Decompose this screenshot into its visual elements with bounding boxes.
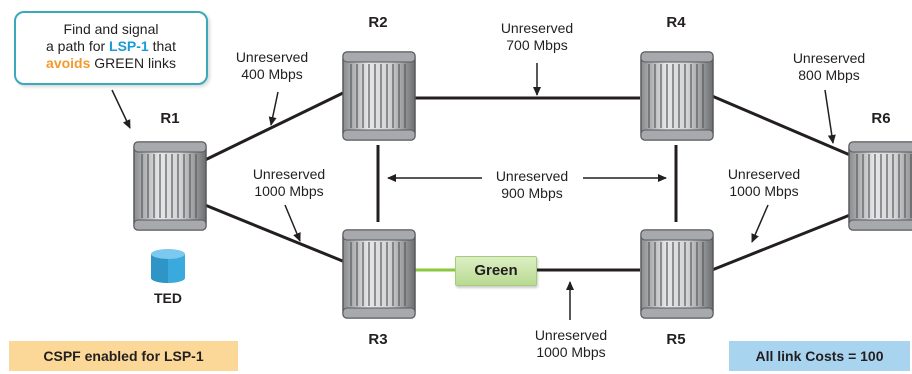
green-link-label: Green <box>474 262 518 279</box>
label-middle-line2: 900 Mbps <box>501 185 563 201</box>
label-r3-r5-line1: Unreserved <box>534 327 608 343</box>
label-r2-r4-line2: 700 Mbps <box>506 37 568 53</box>
link-r1-r2 <box>204 90 346 162</box>
label-r5-r6-line2: 1000 Mbps <box>729 183 799 199</box>
label-r3-r5: Unreserved 1000 Mbps <box>512 327 630 361</box>
label-middle-line1: Unreserved <box>495 168 569 184</box>
avoids-word: avoids <box>46 55 91 71</box>
callout-line-3-post: GREEN links <box>90 55 176 71</box>
callout-line-2-pre: a path for <box>46 38 110 54</box>
arrow-400 <box>268 91 279 126</box>
callout-line-2-post: that <box>148 38 176 54</box>
label-r1-r2-line1: Unreserved <box>235 49 309 65</box>
callout-line-3: avoids GREEN links <box>16 55 206 72</box>
router-label-r5: R5 <box>666 331 686 348</box>
label-r1-r3-line2: 1000 Mbps <box>254 183 324 199</box>
label-r2-r4: Unreserved 700 Mbps <box>478 20 596 54</box>
router-r3 <box>342 229 416 319</box>
router-label-r3: R3 <box>368 331 388 348</box>
label-r1-r3-line1: Unreserved <box>252 166 326 182</box>
router-r5 <box>640 229 714 319</box>
label-r1-r2-line2: 400 Mbps <box>241 66 303 82</box>
router-label-r6: R6 <box>871 110 891 127</box>
label-r3-r5-line2: 1000 Mbps <box>536 344 606 360</box>
router-r4 <box>640 51 714 141</box>
label-r4-r6-line1: Unreserved <box>792 50 866 66</box>
router-label-r4: R4 <box>666 14 686 31</box>
router-r1 <box>133 141 207 231</box>
lsp-callout: Find and signal a path for LSP-1 that av… <box>14 11 208 85</box>
ted-database-icon <box>151 249 185 283</box>
link-r1-r3 <box>204 203 346 264</box>
arrow-1000-right <box>751 204 769 243</box>
arrow-800 <box>824 89 836 144</box>
label-r5-r6-line1: Unreserved <box>727 166 801 182</box>
router-label-r1: R1 <box>160 110 180 127</box>
label-r2-r4-line1: Unreserved <box>500 20 574 36</box>
label-r5-r6: Unreserved 1000 Mbps <box>705 166 823 200</box>
label-r4-r6-line2: 800 Mbps <box>798 67 860 83</box>
cspf-badge: CSPF enabled for LSP-1 <box>9 341 238 371</box>
label-middle: Unreserved 900 Mbps <box>478 168 586 202</box>
label-r1-r3: Unreserved 1000 Mbps <box>235 166 343 200</box>
link-costs-badge: All link Costs = 100 <box>729 341 910 371</box>
callout-line-1: Find and signal <box>63 21 159 37</box>
label-r1-r2: Unreserved 400 Mbps <box>218 49 326 83</box>
callout-pointer-arrow <box>111 89 131 129</box>
link-r4-r6 <box>711 94 851 157</box>
arrow-1000-left <box>284 204 301 242</box>
router-r6 <box>848 141 912 231</box>
lsp-name: LSP-1 <box>109 38 149 54</box>
router-r2 <box>342 51 416 141</box>
router-label-r2: R2 <box>368 14 388 31</box>
link-r5-r6 <box>711 213 851 272</box>
green-link-tag: Green <box>455 256 537 286</box>
callout-line-2: a path for LSP-1 that <box>16 38 206 55</box>
callout-text: Find and signal a path for LSP-1 that av… <box>16 21 206 72</box>
ted-label: TED <box>154 290 182 306</box>
label-r4-r6: Unreserved 800 Mbps <box>770 50 888 84</box>
